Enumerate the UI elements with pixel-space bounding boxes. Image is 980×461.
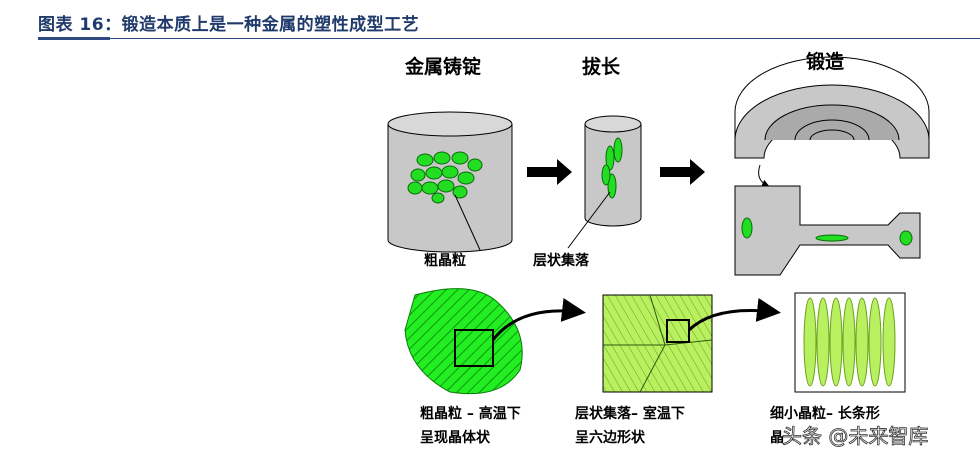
caption-layered-line1: 层状集落– 室温下 [575,405,685,422]
caption-fine-line1: 细小晶粒– 长条形 [770,405,880,422]
arrow-icon [527,159,572,185]
drawn-cylinder [567,115,642,249]
caption-coarse-line1: 粗晶粒 – 高温下 [420,405,521,422]
figure-title: 图表 16：锻造本质上是一种金属的塑性成型工艺 [38,15,420,35]
caption-coarse-line2: 呈现晶体状 [420,429,491,446]
stage-label-ingot: 金属铸锭 [404,55,481,78]
callout-layered-colony: 层状集落 [533,252,590,269]
ingot-cylinder [387,111,513,253]
hexagonal-colony-square [602,294,781,393]
arrow-icon [660,159,705,185]
caption-fine-line2: 晶 [770,430,784,446]
coarse-grain-blob [404,288,586,395]
title-divider [38,38,980,39]
callout-coarse-grain: 粗晶粒 [424,252,466,269]
stage-label-forging: 锻造 [806,50,845,73]
fine-grain-square [794,292,906,393]
watermark: 头条 @未来智库 [782,424,928,448]
forged-part-section [734,185,921,276]
forged-ring [734,56,930,188]
caption-layered-line2: 呈六边形状 [575,429,646,446]
stage-label-drawing: 拔长 [582,55,621,78]
